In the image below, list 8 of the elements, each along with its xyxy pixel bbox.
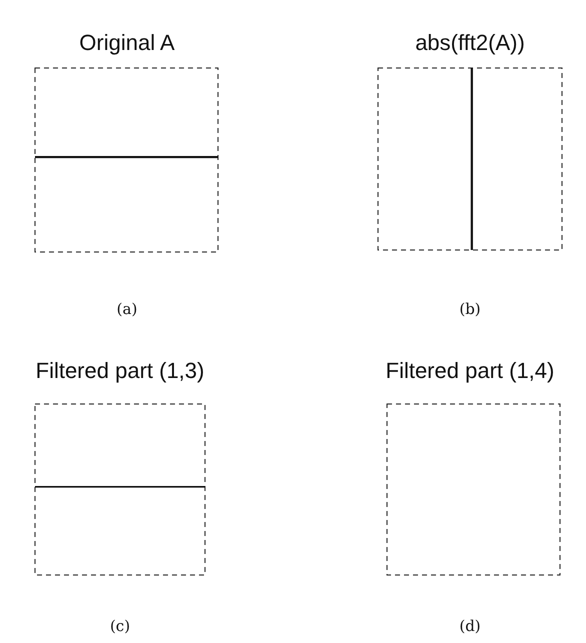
subfigure-caption: (c) bbox=[108, 617, 132, 635]
panel-title: Original A bbox=[78, 30, 176, 56]
panel-title: abs(fft2(A)) bbox=[414, 30, 526, 56]
panel-title: Filtered part (1,4) bbox=[384, 358, 556, 384]
subfigure-caption: (d) bbox=[458, 617, 482, 635]
panel-title: Filtered part (1,3) bbox=[34, 358, 206, 384]
subfigure-caption: (b) bbox=[458, 300, 482, 318]
subfigure-caption: (a) bbox=[116, 300, 138, 318]
